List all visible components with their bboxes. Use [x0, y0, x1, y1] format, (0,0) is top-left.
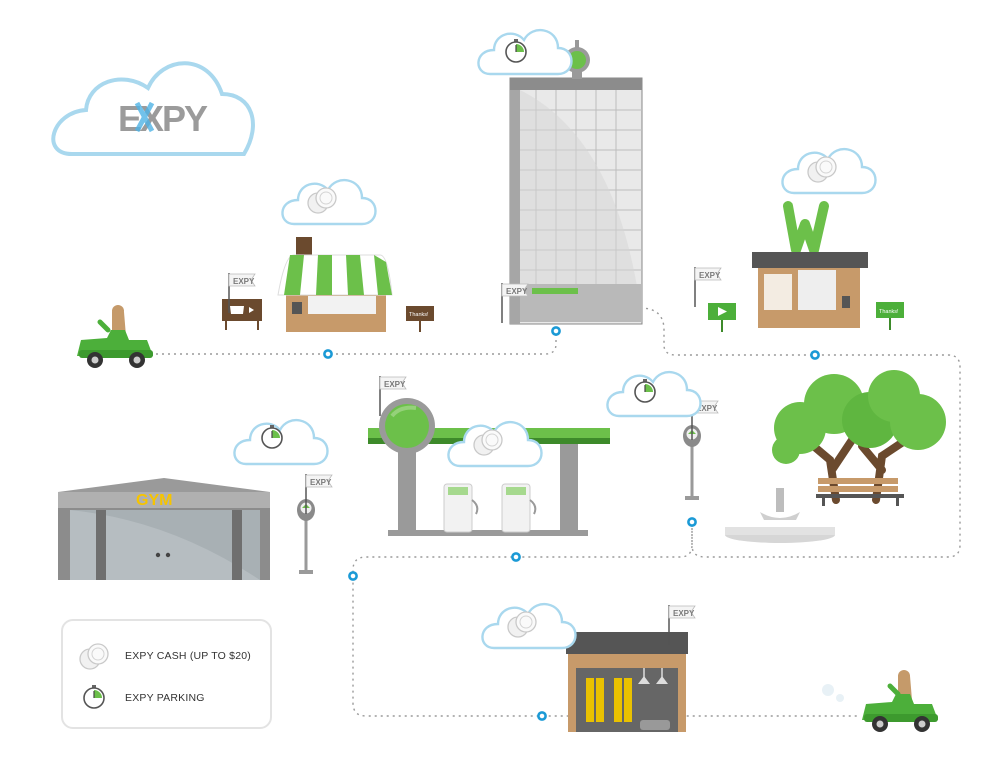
logo-text: EXPY — [118, 98, 208, 139]
restaurant-building: Thanks! — [708, 201, 904, 332]
restaurant-thanks-sign: Thanks! — [879, 309, 899, 315]
car-icon — [77, 330, 153, 368]
route-stop-1 — [323, 349, 333, 359]
park-parking-cloud — [606, 370, 702, 418]
legend-panel: EXPY CASH (UP TO $20) EXPY PARKING — [61, 619, 272, 729]
office-tower — [509, 40, 643, 325]
end-car — [822, 670, 938, 732]
legend-label-parking: EXPY PARKING — [125, 692, 205, 704]
route-stop-7 — [537, 711, 547, 721]
route-stop-2 — [551, 326, 561, 336]
legend-item-cash: EXPY CASH (UP TO $20) — [77, 641, 251, 671]
gym-building: GYM — [58, 478, 270, 580]
coins-icon — [79, 643, 109, 670]
shop-cash-cloud — [281, 178, 377, 226]
legend-item-parking: EXPY PARKING — [77, 683, 205, 713]
car-wash-building — [566, 632, 688, 732]
stopwatch-icon — [83, 685, 105, 709]
route-stop-5 — [511, 552, 521, 562]
route-path — [150, 307, 961, 717]
gym-sign: GYM — [136, 492, 172, 509]
car-icon — [862, 694, 938, 732]
carwash-cash-cloud — [481, 602, 577, 650]
shop-thanks-sign: Thanks! — [409, 312, 429, 318]
route-stop-3 — [810, 350, 820, 360]
route-stop-4 — [687, 517, 697, 527]
shop-building: Thanks! — [222, 237, 434, 332]
tower-parking-cloud — [477, 28, 573, 76]
route-stop-6 — [348, 571, 358, 581]
restaurant-cash-cloud — [781, 147, 877, 195]
park-area — [725, 370, 946, 543]
route-stops — [323, 326, 820, 721]
legend-label-cash: EXPY CASH (UP TO $20) — [125, 650, 251, 662]
restaurant-flag-icon — [694, 266, 722, 308]
start-car — [77, 305, 153, 368]
gym-parking-cloud — [233, 418, 329, 466]
logo-cloud: EXPY — [51, 61, 255, 156]
